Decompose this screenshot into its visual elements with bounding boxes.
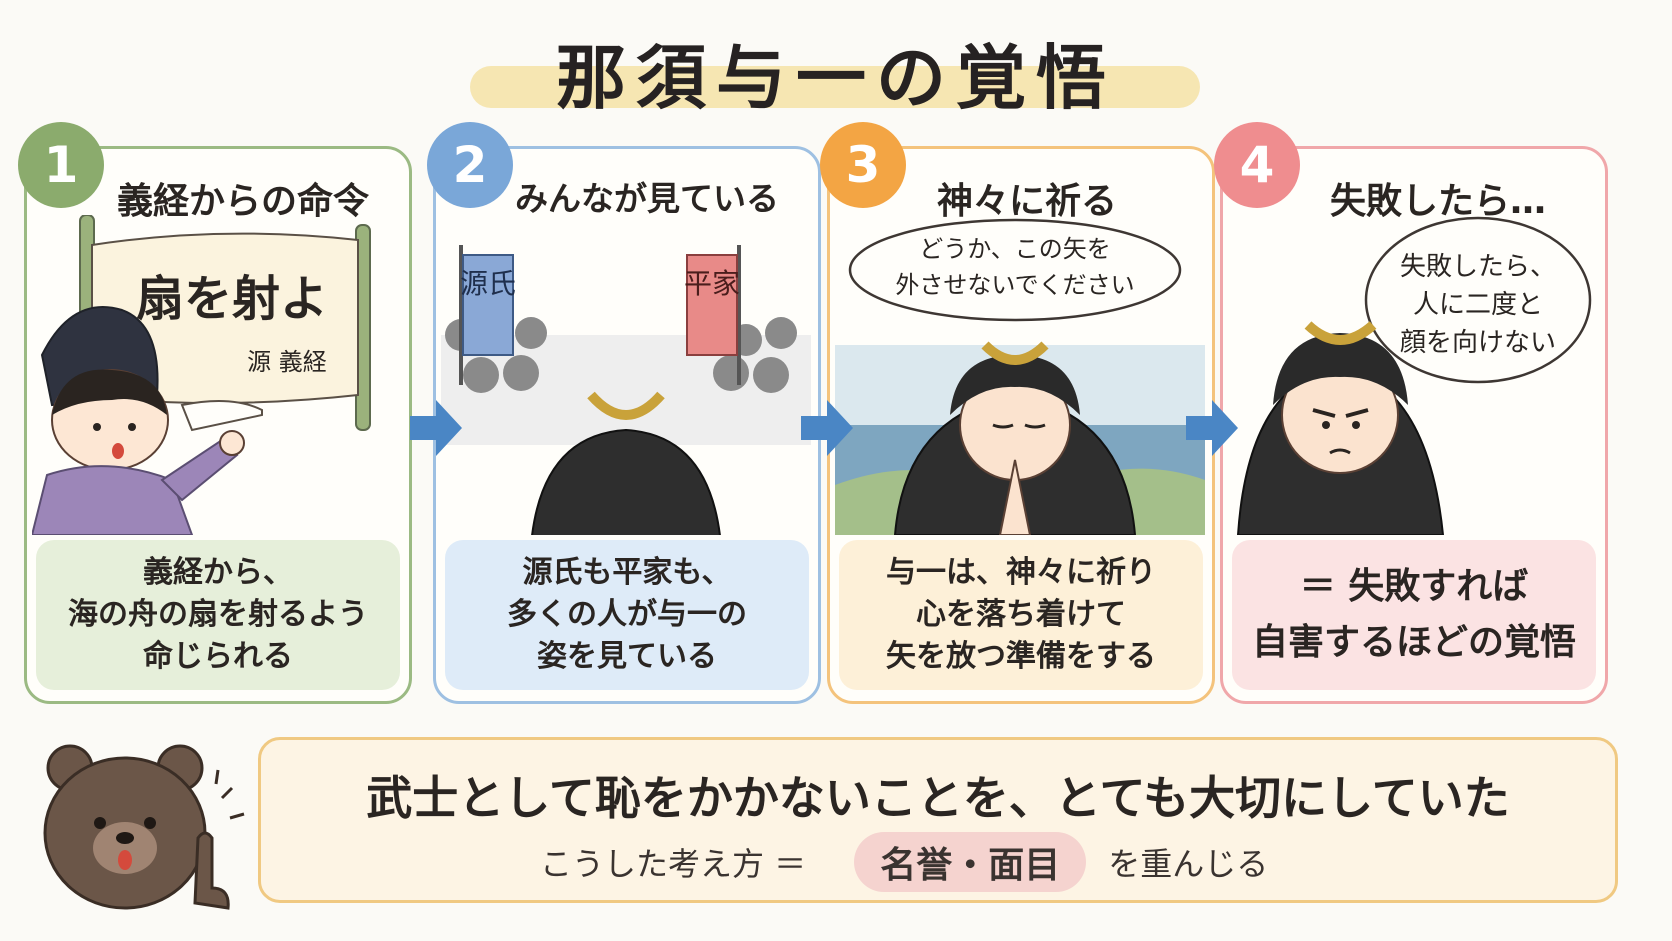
caption-2-line-2: 多くの人が与一の xyxy=(507,597,747,632)
praying-samurai-illustration: どうか、この矢を 外させないでください xyxy=(835,218,1205,535)
step-title-1: 義経からの命令 xyxy=(117,181,370,222)
caption-3-line-2: 心を落ち着けて xyxy=(916,597,1126,632)
step-title-2: みんなが見ている xyxy=(515,179,779,218)
scroll-signature-text: 源 義経 xyxy=(247,348,327,376)
step-number-badge-1: 1 xyxy=(18,122,104,208)
step-number-badge-4: 4 xyxy=(1214,122,1300,208)
caption-1-line-2: 海の舟の扇を射るよう xyxy=(68,597,368,632)
arrow-right-icon xyxy=(410,400,462,456)
page-title: 那須与一の覚悟 xyxy=(556,37,1116,119)
caption-1-line-1: 義経から、 xyxy=(143,555,293,590)
prayer-speech-line-1: どうか、この矢を xyxy=(919,235,1111,263)
arrow-right-icon xyxy=(1186,400,1238,456)
step-caption-3: 与一は、神々に祈り 心を落ち着けて 矢を放つ準備をする xyxy=(839,540,1203,690)
bear-mascot-icon xyxy=(43,744,245,910)
caption-2-line-1: 源氏も平家も、 xyxy=(522,555,732,590)
caption-3-line-3: 矢を放つ準備をする xyxy=(886,639,1156,674)
summary-main-text: 武士として恥をかかないことを、とても大切にしていた xyxy=(366,771,1510,825)
arrow-right-icon xyxy=(801,400,853,456)
caption-4-line-1: ＝ 失敗すれば xyxy=(1299,566,1529,607)
caption-3-line-1: 与一は、神々に祈り xyxy=(886,555,1156,590)
step-title-4: 失敗したら… xyxy=(1330,181,1547,222)
caption-2-line-3: 姿を見ている xyxy=(537,639,717,674)
honor-highlight: 名誉・面目 xyxy=(854,832,1087,892)
caption-1-line-3: 命じられる xyxy=(143,639,293,674)
thought-line-1: 失敗したら、 xyxy=(1400,252,1556,282)
step-caption-4: ＝ 失敗すれば 自害するほどの覚悟 xyxy=(1232,540,1596,690)
thought-line-3: 顔を向けない xyxy=(1400,328,1556,358)
summary-prefix: こうした考え方 ＝ xyxy=(540,845,807,883)
step-caption-1: 義経から、 海の舟の扇を射るよう 命じられる xyxy=(36,540,400,690)
genji-banner-text: 源氏 xyxy=(460,267,516,300)
summary-suffix: を重んじる xyxy=(1108,845,1269,883)
step-caption-2: 源氏も平家も、 多くの人が与一の 姿を見ている xyxy=(445,540,809,690)
yoshitsune-scroll-illustration: 扇を射よ 源 義経 xyxy=(32,215,371,535)
step-number-badge-3: 3 xyxy=(820,122,906,208)
heike-banner-text: 平家 xyxy=(684,267,740,300)
step-title-3: 神々に祈る xyxy=(937,181,1118,222)
determined-samurai-illustration: 失敗したら、 人に二度と 顔を向けない xyxy=(1236,216,1592,535)
summary-sub-line: こうした考え方 ＝ 名誉・面目 を重んじる xyxy=(540,832,1370,892)
prayer-speech-line-2: 外させないでください xyxy=(895,271,1134,299)
caption-4-line-2: 自害するほどの覚悟 xyxy=(1251,622,1576,663)
thought-line-2: 人に二度と xyxy=(1413,290,1543,320)
step-number-badge-2: 2 xyxy=(427,122,513,208)
crowd-watching-illustration: 源氏 平家 xyxy=(441,245,811,535)
scroll-main-text: 扇を射よ xyxy=(136,271,328,327)
title-highlight-band xyxy=(470,66,1200,108)
